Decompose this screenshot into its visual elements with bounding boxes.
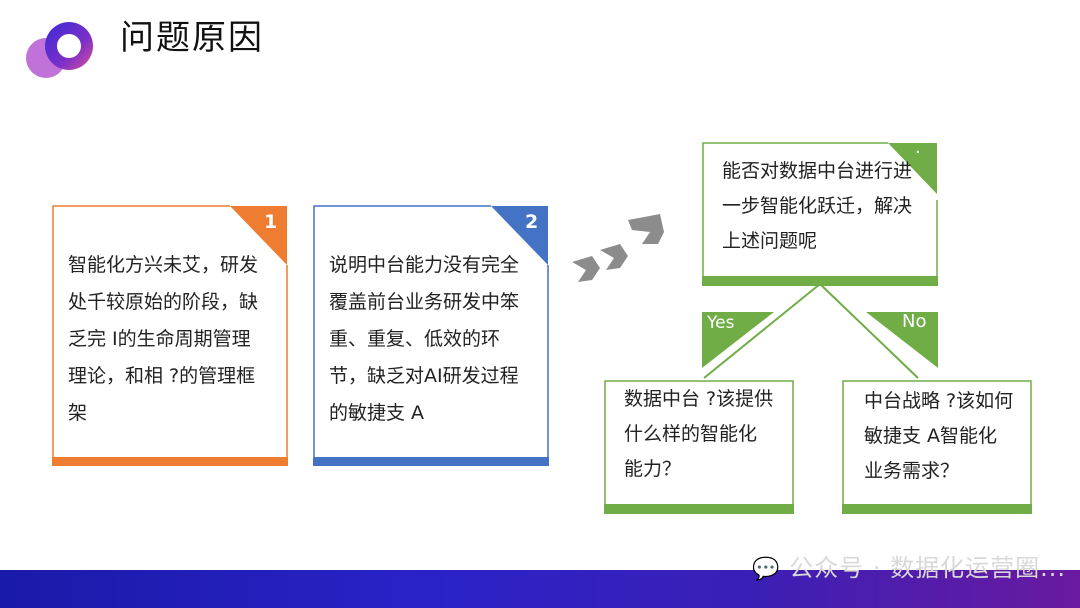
card-text: 说明中台能力没有完全覆盖前台业务研发中笨重、重复、低效的环节，缺乏对AI研发过程… xyxy=(329,254,520,424)
yes-answer-box: 数据中台 ?该提供什么样的智能化能力？ xyxy=(604,380,794,514)
watermark-label: 公众号 · 数据化运营圈... xyxy=(789,554,1066,582)
logo-icon xyxy=(26,22,93,78)
no-answer-text: 中台战略 ?该如何敏捷支 A智能化业务需求？ xyxy=(864,390,1014,482)
yes-box-frame xyxy=(604,380,794,514)
wechat-icon: 💬 xyxy=(752,557,781,582)
card-text: 智能化方兴未艾，研发处千较原始的阶段，缺乏完 I的生命周期管理理论，和相 ?的管… xyxy=(68,254,259,424)
question-frame xyxy=(702,142,938,286)
decision-connectors xyxy=(703,283,919,379)
corner-mark: · xyxy=(915,142,921,163)
question-box: · 能否对数据中台进行进一步智能化跃迁，解决上述问题呢 xyxy=(702,142,938,286)
yes-answer-text: 数据中台 ?该提供什么样的智能化能力？ xyxy=(624,388,774,480)
watermark-text: 💬 公众号 · 数据化运营圈... xyxy=(752,548,1066,583)
no-tab xyxy=(866,312,938,368)
reason-card-2: 2 说明中台能力没有完全覆盖前台业务研发中笨重、重复、低效的环节，缺乏对AI研发… xyxy=(313,205,549,466)
card-number-badge: 1 xyxy=(264,211,278,233)
card-number-badge: 2 xyxy=(525,211,539,233)
yes-tab xyxy=(702,312,774,368)
card-bottom-bar xyxy=(52,457,288,466)
footer-bar xyxy=(0,570,1080,608)
card-bottom-bar xyxy=(313,457,549,466)
yes-label: Yes xyxy=(707,313,735,333)
reason-card-1: 1 智能化方兴未艾，研发处千较原始的阶段，缺乏完 I的生命周期管理理论，和相 ?… xyxy=(52,205,288,466)
no-answer-box: 中台战略 ?该如何敏捷支 A智能化业务需求？ xyxy=(842,380,1032,514)
card-frame xyxy=(52,205,288,457)
card-frame xyxy=(313,205,549,457)
page-title: 问题原因 xyxy=(120,18,264,58)
no-box-frame xyxy=(842,380,1032,514)
chevron-arrows-icon xyxy=(572,214,664,282)
question-text: 能否对数据中台进行进一步智能化跃迁，解决上述问题呢 xyxy=(722,160,913,252)
no-label: No xyxy=(902,311,927,332)
